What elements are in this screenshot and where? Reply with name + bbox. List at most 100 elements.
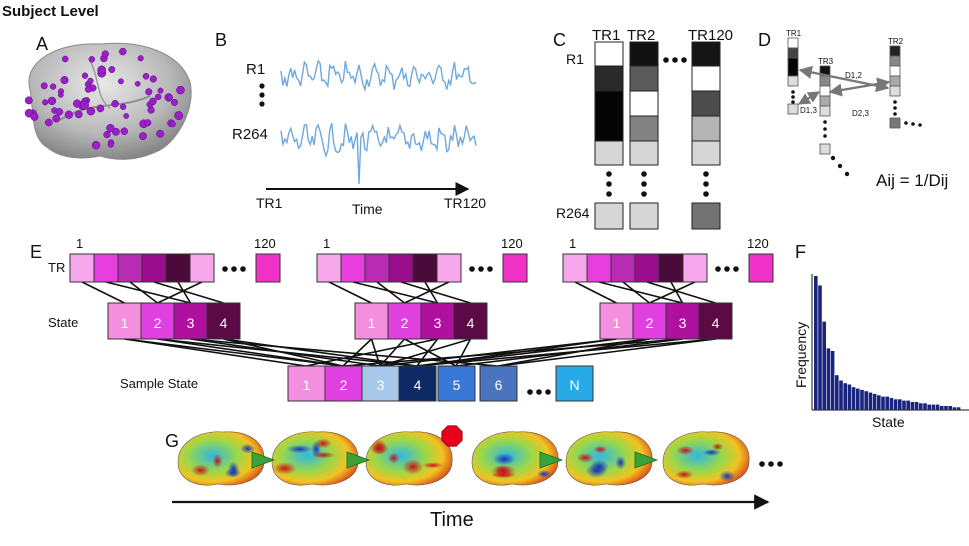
tr-cell [682, 253, 708, 283]
ellipsis-dot [715, 266, 721, 272]
tr-cell [586, 253, 612, 283]
tr-to-state-line [153, 281, 224, 304]
ellipsis-dot [527, 389, 533, 395]
roi-node [154, 93, 162, 101]
time-start-label: TR1 [256, 195, 283, 211]
tr-cell [562, 253, 588, 283]
bold-signal-r1 [280, 59, 477, 93]
roi-node [134, 80, 141, 87]
play-arrow-icon [539, 451, 564, 469]
panel-f: F Frequency State [793, 242, 969, 430]
tr-last-label: 120 [747, 236, 769, 251]
activation-spot [224, 468, 242, 478]
sample-state-number: 2 [340, 377, 348, 393]
tr-cell-last [255, 253, 281, 283]
roi-node [174, 111, 184, 121]
roi-node [149, 97, 157, 106]
tr-cell [610, 253, 636, 283]
state-box [206, 302, 241, 340]
frequency-bar [856, 388, 860, 410]
frequency-bar [940, 406, 944, 410]
frequency-bars [814, 276, 961, 410]
play-arrow-icon [251, 451, 276, 469]
tr-cell [93, 253, 119, 283]
tr-cell [412, 253, 438, 283]
frequency-bar [902, 400, 906, 410]
panel-g-label: G [165, 431, 179, 451]
activation-spot [311, 451, 336, 459]
roi-node [97, 65, 107, 75]
ellipsis-dot [259, 83, 265, 89]
state-number: 4 [467, 315, 475, 331]
state-number: 4 [712, 315, 720, 331]
roi-node [55, 108, 64, 116]
tr-cell [165, 253, 191, 283]
frequency-bar [919, 403, 923, 410]
frequency-bar [931, 404, 936, 410]
ellipsis-dot [545, 389, 551, 395]
tr-to-state-line [646, 281, 716, 304]
tr-to-state-line [177, 281, 192, 304]
column-ellipsis [606, 57, 709, 197]
activation-spot [190, 464, 211, 477]
sample-state-number: N [569, 377, 579, 393]
tr-to-state-line [105, 281, 191, 304]
roi-node [107, 141, 114, 148]
roi-node [117, 78, 124, 85]
panel-d: D TR1 TR3 TR2 [758, 29, 948, 190]
frequency-bar [906, 400, 910, 410]
sample-state-box [555, 365, 594, 402]
roi-node [64, 110, 74, 119]
ellipsis-dot [733, 266, 739, 272]
roi-node [40, 82, 48, 90]
roi-node [44, 118, 53, 127]
region-label-r264: R264 [232, 126, 268, 143]
tr-to-state-line [81, 281, 125, 304]
ellipsis-dot [240, 266, 246, 272]
panel-e-label: E [30, 242, 42, 262]
sample-state-number: 3 [377, 377, 385, 393]
row-label-r1: R1 [566, 51, 584, 67]
frequency-bar [864, 391, 868, 410]
tr-to-state-line [649, 281, 696, 304]
tr-cell [364, 253, 390, 283]
frequency-bar [830, 351, 835, 410]
activation-spot [402, 459, 424, 475]
roi-node [139, 132, 147, 141]
panel-c: C TR1 TR2 TR120 R1 R264 [553, 27, 733, 230]
roi-node [120, 127, 129, 135]
activation-spot [369, 442, 389, 455]
frequency-bar [910, 402, 915, 410]
page-title: Subject Level [2, 3, 99, 20]
frequency-bar [927, 404, 931, 410]
edge-label-d13: D1,3 [800, 106, 817, 115]
tr120-column [691, 41, 721, 230]
ellipsis-dot [724, 266, 730, 272]
tr2-column [629, 41, 659, 230]
tr-cell [141, 253, 167, 283]
roi-node [88, 56, 96, 63]
time-axis-label: Time [352, 201, 383, 217]
state-to-sample-line [497, 338, 716, 367]
state-to-sample-line [342, 338, 373, 367]
state-number: 2 [154, 315, 162, 331]
frequency-bar [851, 387, 856, 410]
state-to-sample-line [223, 338, 344, 367]
state-row-label: State [48, 315, 78, 330]
ellipsis-dot [536, 389, 542, 395]
roi-node [103, 130, 111, 139]
frequency-bar [952, 407, 957, 410]
ellipsis-dot [469, 266, 475, 272]
node-tr3 [819, 65, 831, 155]
roi-node [60, 76, 69, 85]
roi-node [170, 98, 179, 106]
transition-lines [81, 281, 716, 367]
tr-to-state-line [598, 281, 683, 304]
tr-cell-last [502, 253, 528, 283]
sample-state-box [287, 365, 326, 402]
activation-spot [712, 442, 724, 451]
frequency-bar [948, 406, 952, 410]
panel-f-label: F [795, 242, 806, 262]
tr-first-label: 1 [569, 236, 576, 251]
